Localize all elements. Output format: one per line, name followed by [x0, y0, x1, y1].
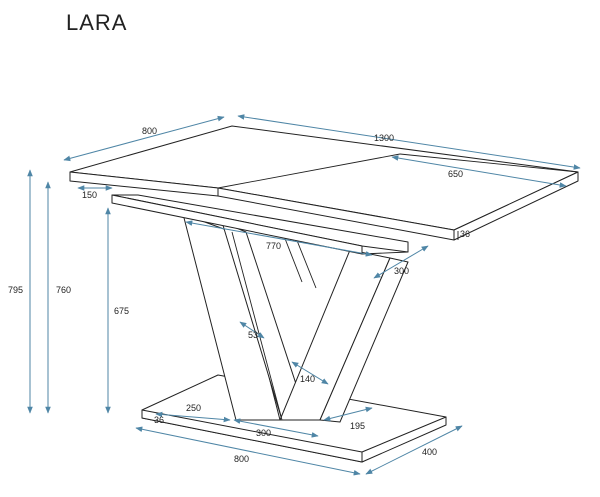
label-overhang: 150: [82, 190, 97, 200]
label-underframe-height: 760: [56, 285, 71, 295]
label-base-thickness: 36: [154, 415, 164, 425]
label-leg-thickness: 53: [248, 330, 258, 340]
label-leg-depth: 300: [394, 266, 409, 276]
dimension-lines: [27, 114, 581, 476]
label-extension: 650: [448, 169, 463, 179]
product-title: LARA: [66, 10, 128, 35]
label-leg-gap: 140: [300, 374, 315, 384]
label-base-depth: 400: [422, 447, 437, 457]
label-top-depth: 800: [142, 126, 157, 136]
label-base-leg-width: 300: [256, 428, 271, 438]
label-frame-length: 770: [266, 241, 281, 251]
label-total-height: 795: [8, 285, 23, 295]
label-base-offset: 250: [186, 403, 201, 413]
label-top-thickness: 36: [460, 229, 470, 239]
dimension-labels: 800 1300 650 36 150 770 300 795 760 675 …: [8, 126, 470, 464]
label-leg-height: 675: [114, 306, 129, 316]
label-top-length: 1300: [374, 133, 394, 143]
table-top: [69, 125, 579, 241]
label-base-length: 800: [234, 454, 249, 464]
label-base-inner: 195: [350, 421, 365, 431]
